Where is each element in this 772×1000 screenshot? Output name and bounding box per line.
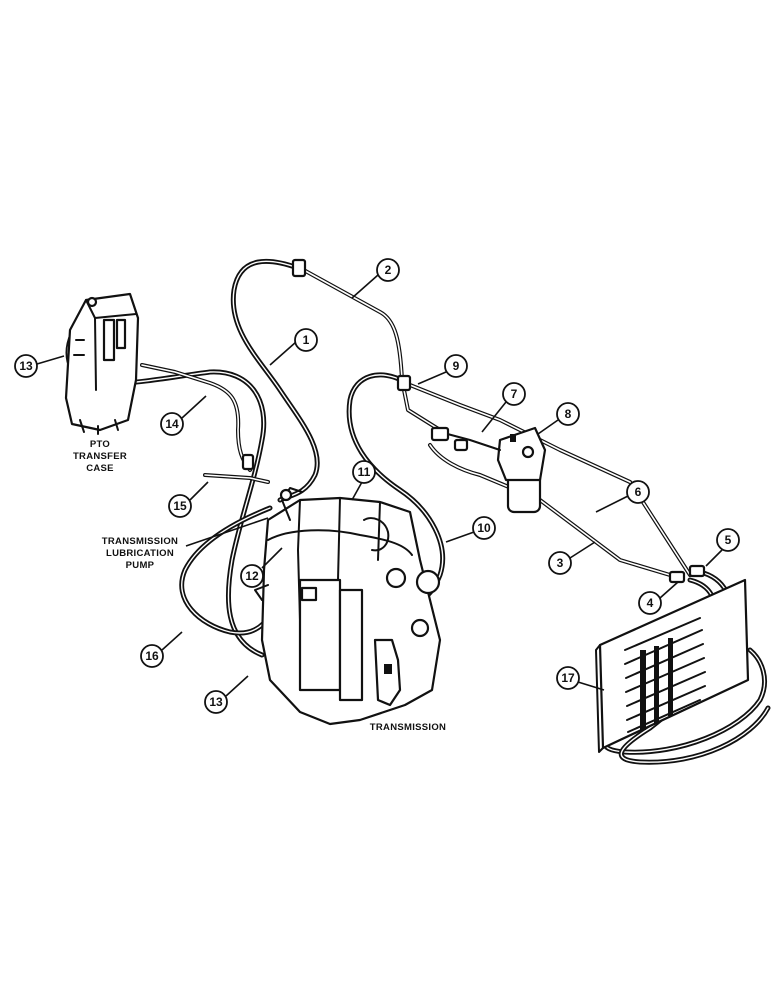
filter-valve <box>430 426 547 514</box>
pump-label-line1: TRANSMISSION <box>102 536 178 547</box>
callout-4: 4 <box>638 581 679 615</box>
svg-text:16: 16 <box>145 649 159 663</box>
callout-16: 16 <box>140 631 183 668</box>
svg-text:8: 8 <box>565 407 572 421</box>
svg-text:14: 14 <box>165 417 179 431</box>
callout-10: 10 <box>445 516 496 543</box>
transmission-label: TRANSMISSION <box>370 722 446 733</box>
callout-9: 9 <box>417 354 468 385</box>
callout-1: 1 <box>269 328 318 366</box>
oil-cooler <box>595 578 750 753</box>
callout-8: 8 <box>537 402 580 435</box>
pto-label-line2: TRANSFER <box>73 451 127 462</box>
callout-13-pto: 13 <box>14 354 65 378</box>
callout-3: 3 <box>548 541 596 575</box>
svg-text:12: 12 <box>245 569 259 583</box>
svg-text:9: 9 <box>453 359 460 373</box>
tube-15 <box>203 473 270 484</box>
svg-text:7: 7 <box>511 387 518 401</box>
callout-2: 2 <box>351 258 400 299</box>
svg-text:13: 13 <box>19 359 33 373</box>
svg-text:4: 4 <box>647 596 654 610</box>
svg-text:10: 10 <box>477 521 491 535</box>
svg-text:5: 5 <box>725 533 732 547</box>
callout-15: 15 <box>168 481 209 518</box>
pto-transfer-case <box>64 292 140 435</box>
hose-16 <box>179 505 273 636</box>
pump-label-line3: PUMP <box>126 560 155 571</box>
callout-13-transmission: 13 <box>204 675 249 714</box>
pto-label-line3: CASE <box>86 463 114 474</box>
svg-text:15: 15 <box>173 499 187 513</box>
callout-14: 14 <box>160 395 207 436</box>
tube-2 <box>298 266 442 432</box>
tube-9-6 <box>403 381 692 577</box>
hose-1 <box>230 258 320 503</box>
callout-6: 6 <box>595 480 650 513</box>
callout-12: 12 <box>240 547 283 588</box>
lubrication-pump-label: TRANSMISSION LUBRICATION PUMP <box>102 517 269 571</box>
svg-text:1: 1 <box>303 333 310 347</box>
svg-text:2: 2 <box>385 263 392 277</box>
svg-text:17: 17 <box>561 671 575 685</box>
pto-transfer-case-label: PTO TRANSFER CASE <box>73 439 127 474</box>
svg-text:3: 3 <box>557 556 564 570</box>
pto-label-line1: PTO <box>90 439 110 450</box>
callout-7: 7 <box>481 382 526 433</box>
svg-text:11: 11 <box>358 465 371 479</box>
transmission-housing <box>254 487 442 726</box>
callout-5: 5 <box>705 528 740 567</box>
cooler-fins <box>624 617 706 733</box>
pump-label-line2: LUBRICATION <box>106 548 174 559</box>
svg-text:13: 13 <box>209 695 223 709</box>
svg-text:6: 6 <box>635 485 642 499</box>
callout-11: 11 <box>351 460 376 501</box>
callout-17: 17 <box>556 666 605 691</box>
fittings <box>241 258 706 584</box>
